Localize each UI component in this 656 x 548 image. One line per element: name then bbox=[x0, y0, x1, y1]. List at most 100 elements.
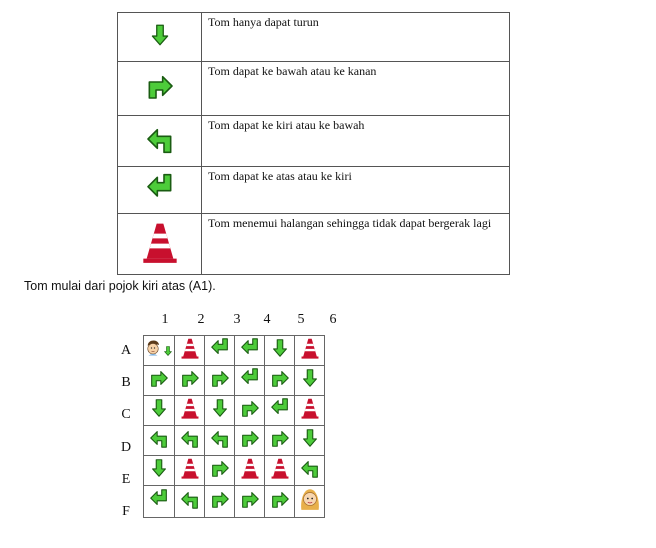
traffic-cone-icon bbox=[179, 397, 201, 419]
arrow-down-icon bbox=[269, 337, 291, 359]
arrow-left-down-icon bbox=[117, 115, 202, 167]
row-label: A bbox=[120, 343, 132, 358]
maze-cell-e5 bbox=[264, 455, 295, 486]
arrow-left-down-icon bbox=[148, 427, 170, 449]
legend-text: Tom dapat ke kiri atau ke bawah bbox=[201, 115, 510, 167]
arrow-down-right-icon bbox=[269, 427, 291, 449]
maze-cell-d5 bbox=[264, 425, 295, 456]
legend-text: Tom dapat ke bawah atau ke kanan bbox=[201, 61, 510, 116]
maze-row-c bbox=[143, 395, 325, 426]
girl-face-icon bbox=[297, 486, 323, 512]
traffic-cone-icon bbox=[299, 397, 321, 419]
arrow-down-icon bbox=[209, 397, 231, 419]
arrow-down-right-icon bbox=[117, 61, 202, 116]
maze-cell-c1 bbox=[143, 395, 175, 426]
maze-grid bbox=[143, 335, 325, 518]
maze-cell-b1 bbox=[143, 365, 175, 396]
arrow-down-icon bbox=[299, 427, 321, 449]
traffic-cone-icon bbox=[239, 457, 261, 479]
arrow-down-icon bbox=[117, 12, 202, 62]
arrow-down-icon bbox=[162, 343, 174, 359]
arrow-down-icon bbox=[148, 457, 170, 479]
maze-cell-b3 bbox=[204, 365, 235, 396]
maze-cell-f1 bbox=[143, 485, 175, 518]
maze-row-a bbox=[143, 335, 325, 366]
arrow-up-left-icon bbox=[239, 337, 261, 359]
arrow-up-left-icon bbox=[239, 367, 261, 389]
maze-cell-a6 bbox=[264, 335, 295, 366]
maze-row-e bbox=[143, 455, 325, 486]
legend-row: Tom dapat ke kiri atau ke bawah bbox=[117, 115, 510, 167]
tom-face-icon bbox=[144, 337, 162, 359]
maze-cell-f4 bbox=[234, 485, 265, 518]
maze-cell-b4 bbox=[234, 365, 265, 396]
legend-text: Tom dapat ke atas atau ke kiri bbox=[201, 166, 510, 214]
maze-cell-d6 bbox=[294, 425, 325, 456]
legend-row: Tom hanya dapat turun bbox=[117, 12, 510, 62]
arrow-up-left-icon bbox=[117, 166, 202, 214]
arrow-down-right-icon bbox=[269, 488, 291, 510]
arrow-down-right-icon bbox=[239, 488, 261, 510]
legend-row: Tom menemui halangan sehingga tidak dapa… bbox=[117, 213, 510, 275]
traffic-cone-icon bbox=[269, 457, 291, 479]
arrow-down-right-icon bbox=[239, 397, 261, 419]
arrow-down-right-icon bbox=[239, 427, 261, 449]
traffic-cone-icon bbox=[117, 213, 202, 275]
legend-text: Tom menemui halangan sehingga tidak dapa… bbox=[201, 213, 510, 275]
maze-cell-f6 bbox=[294, 485, 325, 518]
row-label: C bbox=[121, 407, 131, 422]
maze-cell-b6 bbox=[294, 365, 325, 396]
maze-cell-a4 bbox=[204, 335, 235, 366]
column-label: 1 bbox=[161, 312, 169, 327]
maze-cell-f3 bbox=[204, 485, 235, 518]
maze-cell-a1 bbox=[143, 335, 175, 366]
maze-cell-e4 bbox=[234, 455, 265, 486]
column-label: 4 bbox=[263, 312, 271, 327]
maze-cell-e1 bbox=[143, 455, 175, 486]
row-label: D bbox=[120, 440, 132, 455]
maze-cell-c4 bbox=[234, 395, 265, 426]
row-label: E bbox=[121, 472, 131, 487]
intro-text: Tom mulai dari pojok kiri atas (A1). bbox=[24, 279, 216, 293]
arrow-left-down-icon bbox=[299, 457, 321, 479]
legend-table: Tom hanya dapat turun Tom dapat ke bawah… bbox=[117, 12, 510, 275]
row-label: F bbox=[122, 504, 130, 519]
maze-cell-c3 bbox=[204, 395, 235, 426]
arrow-down-right-icon bbox=[209, 488, 231, 510]
maze-cell-f2 bbox=[174, 485, 205, 518]
legend-text: Tom hanya dapat turun bbox=[201, 12, 510, 62]
column-label: 2 bbox=[197, 312, 205, 327]
column-label: 5 bbox=[297, 312, 305, 327]
maze-cell-a3 bbox=[174, 335, 205, 366]
maze-cell-e2 bbox=[174, 455, 205, 486]
arrow-down-icon bbox=[148, 397, 170, 419]
maze-cell-f5 bbox=[264, 485, 295, 518]
maze-cell-c5 bbox=[264, 395, 295, 426]
column-label: 6 bbox=[329, 312, 337, 327]
legend-row: Tom dapat ke bawah atau ke kanan bbox=[117, 61, 510, 116]
arrow-up-left-icon bbox=[269, 397, 291, 419]
column-label: 3 bbox=[233, 312, 241, 327]
row-label: B bbox=[121, 375, 131, 390]
arrow-down-right-icon bbox=[209, 367, 231, 389]
arrow-left-down-icon bbox=[209, 427, 231, 449]
maze-cell-c2 bbox=[174, 395, 205, 426]
legend-row: Tom dapat ke atas atau ke kiri bbox=[117, 166, 510, 214]
traffic-cone-icon bbox=[179, 457, 201, 479]
maze-cell-d4 bbox=[234, 425, 265, 456]
arrow-left-down-icon bbox=[179, 427, 201, 449]
arrow-down-right-icon bbox=[148, 367, 170, 389]
arrow-down-right-icon bbox=[209, 457, 231, 479]
maze-cell-d1 bbox=[143, 425, 175, 456]
maze-cell-e3 bbox=[204, 455, 235, 486]
traffic-cone-icon bbox=[179, 337, 201, 359]
arrow-left-down-icon bbox=[179, 488, 201, 510]
arrow-up-left-icon bbox=[209, 337, 231, 359]
maze-cell-a7 bbox=[294, 335, 325, 366]
traffic-cone-icon bbox=[299, 337, 321, 359]
maze-row-f bbox=[143, 485, 325, 518]
maze-cell-a5 bbox=[234, 335, 265, 366]
maze-cell-d3 bbox=[204, 425, 235, 456]
arrow-up-left-icon bbox=[148, 488, 170, 510]
arrow-down-right-icon bbox=[269, 367, 291, 389]
